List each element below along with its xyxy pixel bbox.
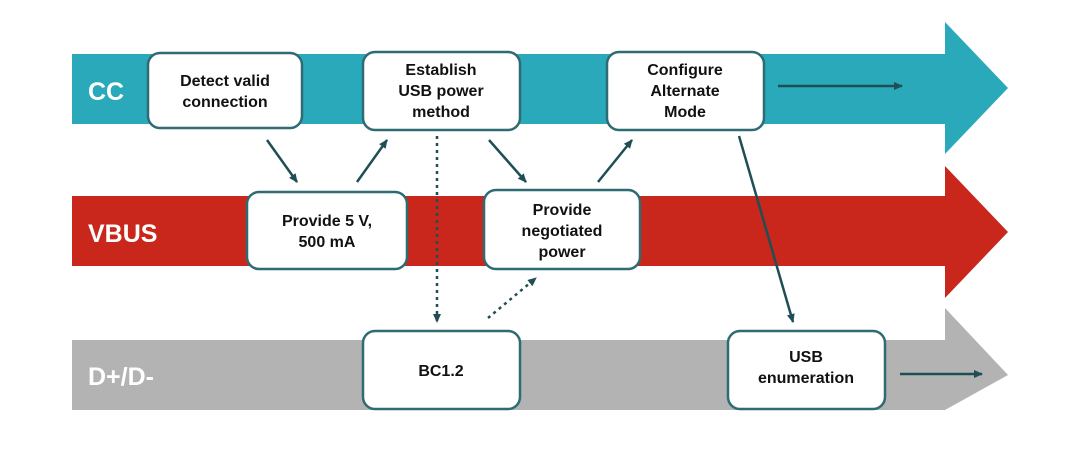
dplus-lane-label: D+/D-	[88, 363, 154, 391]
svg-text:BC1.2: BC1.2	[418, 363, 463, 380]
corner-mask	[875, 410, 1080, 456]
cc-lane-arrow	[72, 22, 1008, 154]
arrow-negotiated-to-configure	[597, 139, 633, 183]
arrow-detect-to-provide5v	[265, 139, 299, 183]
svg-text:Provide 5 V,500 mA: Provide 5 V,500 mA	[282, 213, 372, 251]
box-provide-5v-500ma: Provide 5 V,500 mA	[245, 190, 409, 271]
arrow-establish-to-negotiated	[488, 139, 527, 183]
vbus-lane-label: VBUS	[88, 220, 157, 248]
box-bc12: BC1.2	[361, 329, 522, 411]
arrow-provide5v-to-establish	[355, 139, 389, 183]
arrow-configure-to-usbenum	[737, 135, 795, 323]
cc-lane-label: CC	[88, 78, 124, 106]
dotted-arrow-bc12-to-negotiated	[487, 277, 537, 319]
